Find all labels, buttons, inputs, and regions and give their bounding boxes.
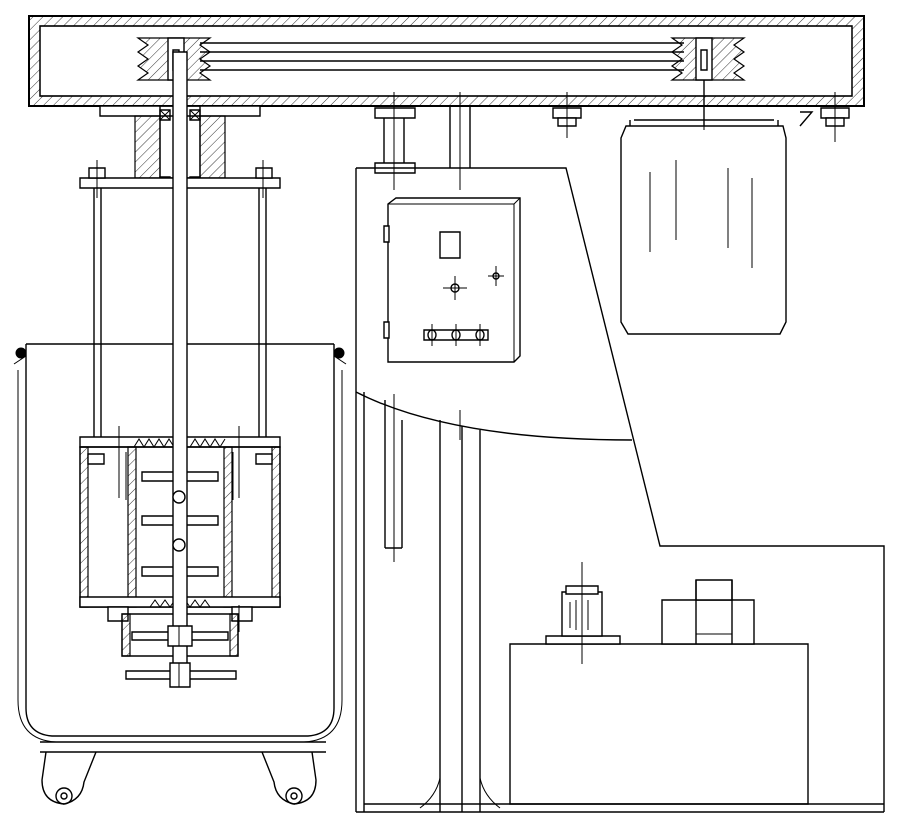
agitator-shaft	[168, 52, 192, 687]
switch-rail	[424, 324, 488, 346]
support-column	[356, 92, 884, 812]
motor-mount-bolt	[821, 92, 849, 142]
pump-unit	[546, 562, 754, 664]
caster-wheels	[40, 742, 326, 804]
right-pulley	[672, 38, 744, 80]
pump-block	[662, 580, 754, 644]
motor-mount-bolt	[553, 92, 581, 138]
top-beam	[29, 16, 864, 106]
base-cabinet	[510, 644, 808, 804]
drive-motor	[553, 92, 849, 334]
display-window	[440, 232, 460, 258]
caster-wheel	[42, 752, 96, 804]
small-motor	[546, 562, 620, 664]
guide-rods	[94, 160, 266, 440]
indicator-light	[488, 266, 504, 286]
control-box	[384, 198, 520, 362]
indicator-light	[443, 276, 467, 300]
caster-wheel	[262, 752, 316, 804]
